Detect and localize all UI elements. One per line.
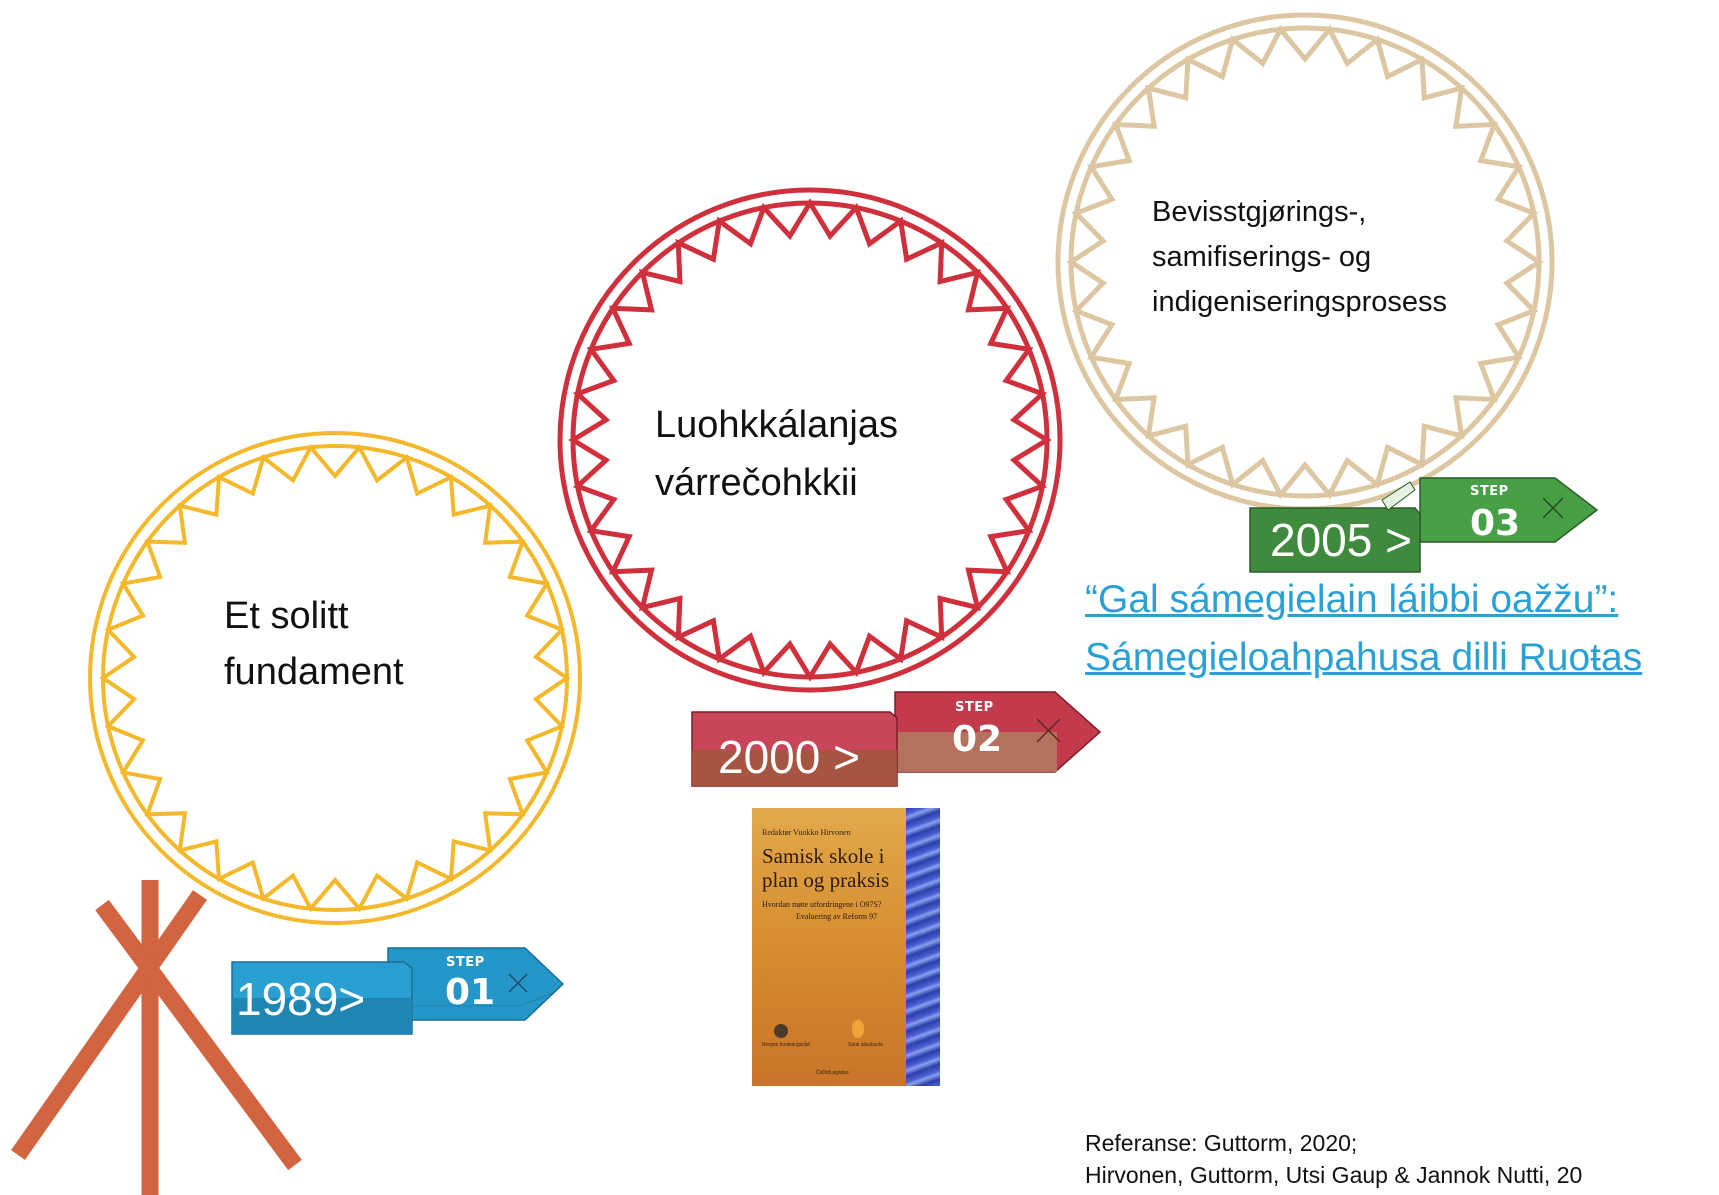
circle-3-label: Bevisstgjørings-, samifiserings- og indi… <box>1152 190 1447 325</box>
book-editor: Redaktør Vuokko Hirvonen <box>762 828 851 837</box>
step-02-word: STEP <box>955 700 994 715</box>
book-publisher-3: ČálliidLágádus <box>816 1070 849 1076</box>
step-01-word: STEP <box>446 955 485 970</box>
yellow-circle <box>88 431 582 925</box>
step-01-year: 1989> <box>236 973 366 1025</box>
publisher-logo-2-icon <box>852 1020 864 1038</box>
circle-2-line-1: Luohkkálanjas <box>655 404 898 446</box>
book-subtitle-line-2: Evaluering av Reform 97 <box>796 912 878 921</box>
circle-3-line-3: indigeniseringsprosess <box>1152 286 1447 318</box>
book-publisher-1: Norges forskningsråd <box>762 1042 810 1048</box>
circle-3-line-1: Bevisstgjørings-, <box>1152 196 1367 228</box>
red-circle <box>557 187 1063 693</box>
step-02-banner <box>691 691 1102 787</box>
book-title-line-2: plan og praksis <box>762 868 890 892</box>
reference-line-2: Hirvonen, Guttorm, Utsi Gaup & Jannok Nu… <box>1085 1162 1583 1188</box>
circle-1-line-2: fundament <box>224 651 404 693</box>
step-01-number: 01 <box>445 972 496 1013</box>
book-title-line-1: Samisk skole i <box>762 844 885 868</box>
step-02-year: 2000 > <box>718 731 860 783</box>
circle-1-line-1: Et solitt <box>224 595 349 637</box>
book-spine <box>906 808 940 1086</box>
reference-line-1: Referanse: Guttorm, 2020; <box>1085 1130 1358 1156</box>
step-03-banner <box>1249 477 1599 573</box>
crossed-sticks-icon <box>11 880 302 1195</box>
article-link-line-1[interactable]: “Gal sámegielain láibbi oažžu”: <box>1085 578 1619 621</box>
book-cover-image: Redaktør Vuokko Hirvonen Samisk skole i … <box>752 808 940 1086</box>
book-publisher-2: Sámi allaskuvla <box>848 1042 883 1048</box>
circle-1-label: Et solitt fundament <box>224 588 404 700</box>
article-link-line-2[interactable]: Sámegieloahpahusa dilli Ruoŧas <box>1085 636 1643 679</box>
step-03-year: 2005 > <box>1270 514 1412 566</box>
circle-2-label: Luohkkálanjas várrečohkkii <box>655 396 898 512</box>
step-03-word: STEP <box>1470 484 1509 499</box>
step-03-number: 03 <box>1470 503 1521 544</box>
circle-3-line-2: samifiserings- og <box>1152 241 1372 273</box>
book-subtitle-line-1: Hvordan møte utfordringene i O97S? <box>762 900 882 909</box>
book-title: Samisk skole i plan og praksis <box>762 844 889 892</box>
publisher-logo-1-icon <box>774 1024 788 1038</box>
step-02-number: 02 <box>952 719 1003 760</box>
circle-2-line-2: várrečohkkii <box>655 462 858 504</box>
step-01-banner <box>231 947 565 1035</box>
